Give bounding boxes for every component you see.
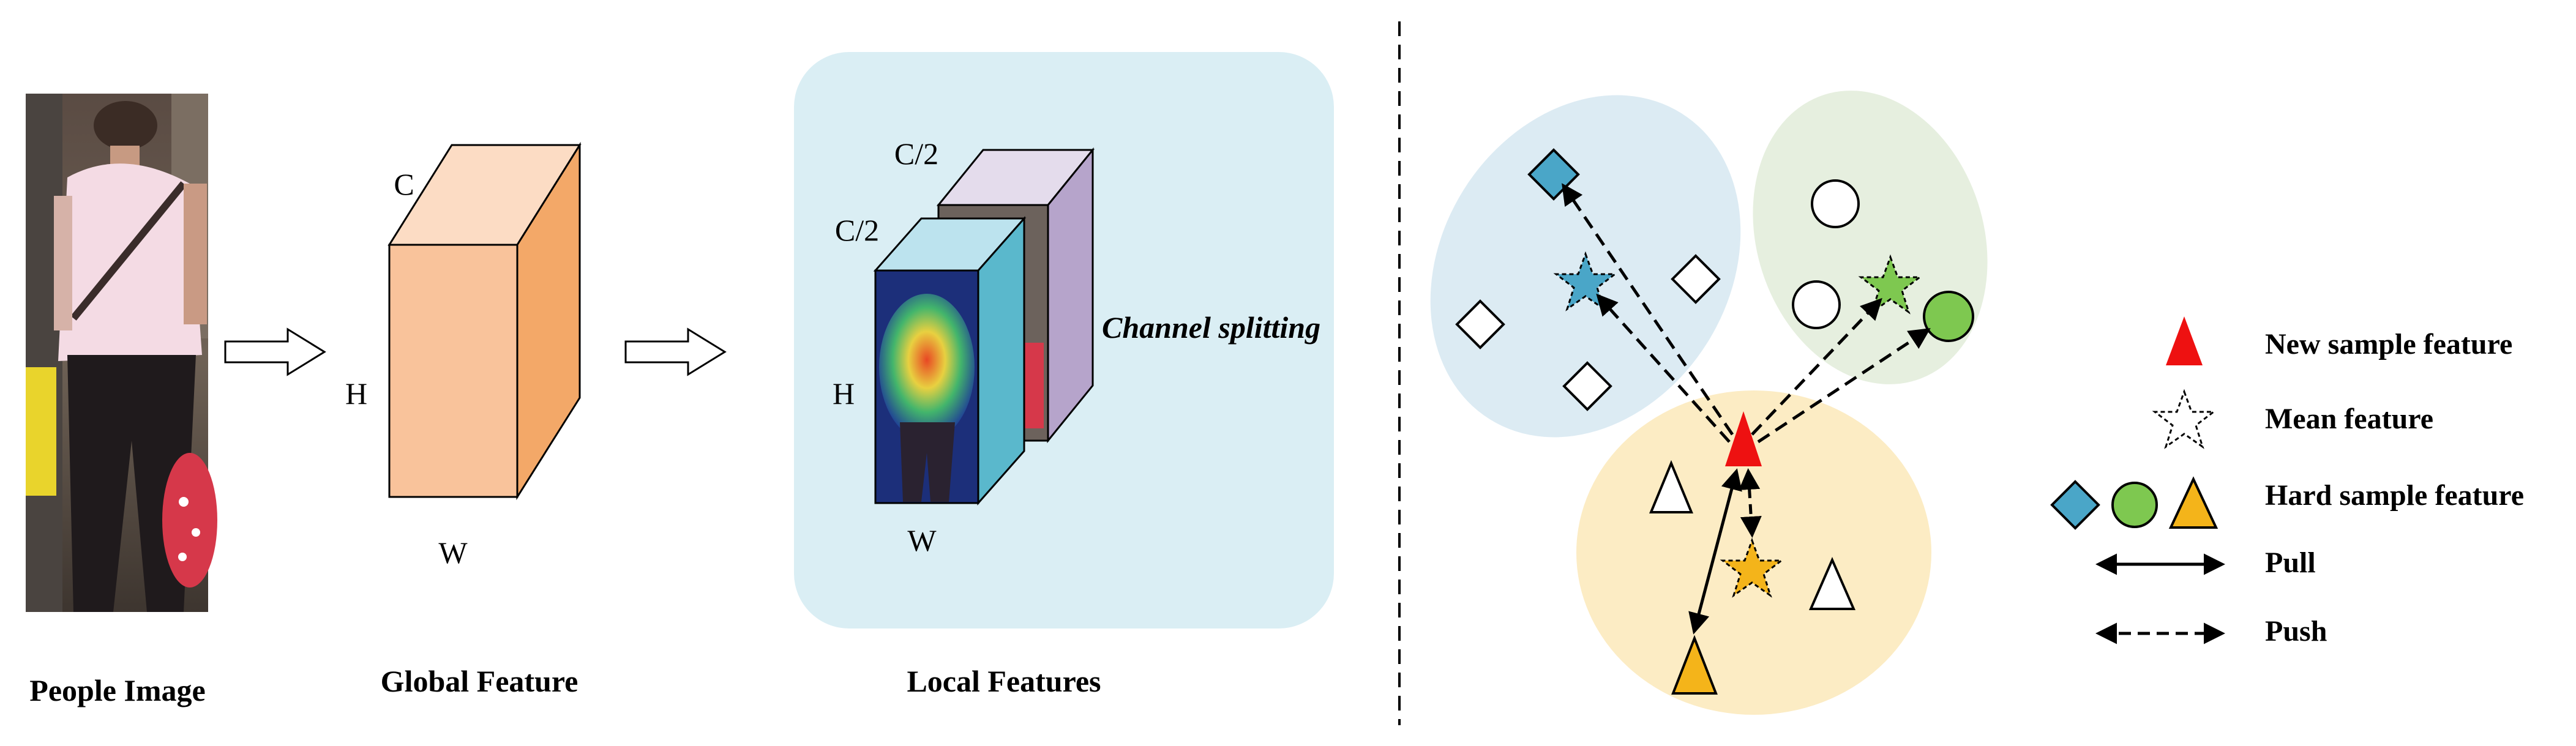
local-dim-h: H [833, 376, 855, 411]
global-dim-h: H [345, 376, 367, 411]
pull-line-hard-triangle [1688, 468, 1742, 635]
push-line-mean-blue [1596, 293, 1731, 443]
diamond-sample-1 [1671, 254, 1721, 304]
global-feature-caption: Global Feature [381, 664, 578, 698]
local-feature-cube-front [873, 216, 1027, 505]
global-dim-w: W [438, 535, 468, 570]
attention-heatmap [879, 294, 975, 441]
legend-mean-icon [2152, 389, 2217, 449]
local-dim-c-front: C/2 [835, 213, 879, 247]
legend: New sample feature Mean feature Hard sam… [2050, 316, 2524, 647]
local-dim-w: W [907, 523, 937, 558]
flow-arrow-1 [224, 327, 326, 376]
legend-hard-circle-icon [2111, 482, 2158, 528]
flow-arrow-2 [624, 327, 727, 376]
mean-feature-star-green [1858, 254, 1923, 315]
push-line-mean-green [1751, 297, 1882, 436]
diamond-sample-2 [1455, 299, 1505, 349]
people-image-caption: People Image [29, 673, 205, 707]
push-line-hard-diamond [1562, 183, 1734, 436]
legend-new-sample-icon [2166, 316, 2203, 365]
hard-sample-circle [1923, 291, 1974, 342]
circle-sample-1 [1811, 179, 1860, 228]
legend-new-sample-label: New sample feature [2265, 328, 2512, 360]
legend-hard-sample-label: Hard sample feature [2265, 479, 2524, 512]
global-dim-c: C [394, 167, 414, 201]
legend-hard-triangle-icon [2168, 476, 2218, 529]
hard-sample-triangle [1671, 635, 1718, 695]
triangle-sample-1 [1649, 460, 1693, 513]
global-feature-cube [388, 141, 582, 501]
people-image [26, 94, 217, 612]
legend-pull-label: Pull [2265, 546, 2316, 579]
cluster-green [1753, 91, 1988, 384]
legend-push-label: Push [2265, 615, 2327, 647]
legend-hard-diamond-icon [2050, 480, 2100, 530]
new-sample-triangle [1725, 411, 1762, 466]
channel-splitting-label: Channel splitting [1102, 310, 1320, 345]
circle-sample-2 [1792, 280, 1841, 329]
local-dim-c-back: C/2 [894, 136, 938, 171]
triangle-sample-2 [1808, 557, 1856, 610]
legend-mean-label: Mean feature [2265, 403, 2433, 435]
local-features-caption: Local Features [907, 664, 1101, 698]
pull-line-mean-yellow [1739, 468, 1762, 538]
mean-feature-star-blue [1553, 251, 1618, 311]
diamond-sample-3 [1562, 361, 1612, 411]
push-line-hard-circle [1757, 328, 1931, 444]
